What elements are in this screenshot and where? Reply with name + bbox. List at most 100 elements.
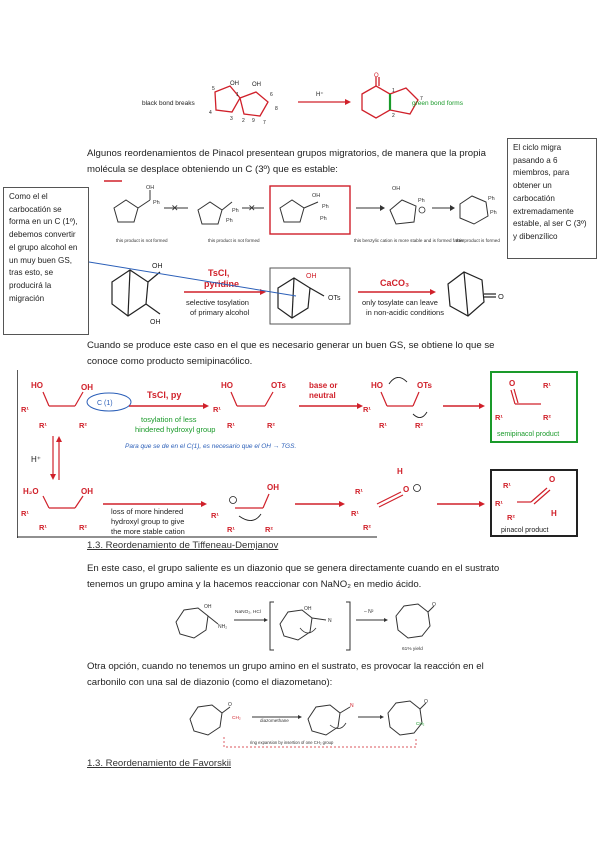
s4-c1-label: C (1): [97, 400, 113, 407]
right-label: green bond forms: [412, 100, 464, 107]
s4-h-plus: H⁺: [31, 455, 41, 464]
s4-r1-1: R¹: [21, 405, 29, 414]
n-7: 7: [263, 120, 266, 126]
s4-tos-b: hindered hydroxyl group: [135, 425, 215, 434]
s2-ph-6: Ph: [418, 198, 425, 204]
s3-tscl: TsCl,: [208, 268, 229, 278]
s3-ots-1: OTs: [328, 295, 341, 302]
n-2: 2: [242, 118, 245, 124]
s3-oh-3: OH: [306, 273, 317, 280]
s4-loss-b: hydroxyl group to give: [111, 517, 184, 526]
note-right-ring-migration: El ciclo migra pasando a 6 miembros, par…: [507, 138, 597, 259]
s5-o: O: [432, 602, 436, 608]
svg-text:N: N: [350, 703, 354, 709]
svg-text:✕: ✕: [248, 203, 256, 213]
s4-r2-6: R²: [265, 525, 273, 534]
paragraph-diazonium: En este caso, el grupo saliente es un di…: [87, 563, 500, 590]
s2-ph-3: Ph: [226, 218, 233, 224]
n-3: 3: [230, 116, 233, 122]
s6-ch2-2: CH₂: [416, 721, 425, 726]
s3-oh-1: OH: [152, 263, 163, 270]
s5-nh2: NH₂: [218, 624, 227, 630]
s4-ots-2: OTs: [417, 381, 433, 390]
r-n7: 7: [420, 96, 423, 102]
s2-ph-7: Ph: [488, 196, 495, 202]
s2-nf-2: this product is not formed: [208, 238, 260, 243]
s4-o-3: O: [549, 475, 555, 484]
s4-r2-3: R²: [415, 421, 423, 430]
heading-tiffeneau-demjanov: 1.3. Reordenamiento de Tiffeneau-Demjano…: [87, 540, 279, 551]
s6-o-1: O: [228, 702, 232, 708]
s4-loss-c: the more stable cation: [111, 527, 185, 536]
s4-r1-7: R¹: [543, 381, 551, 390]
oh-left-1: OH: [230, 81, 239, 87]
s4-h2o: H₂O: [23, 487, 39, 496]
s4-r1-14: R¹: [351, 509, 359, 518]
s4-tos-a: tosylation of less: [141, 415, 197, 424]
paragraph-pinacol-migration: Algunos reordenamientos de Pinacol prese…: [87, 148, 486, 175]
n-5: 5: [212, 86, 215, 92]
s3-cond2a: only tosylate can leave: [362, 298, 438, 307]
s4-oh-1: OH: [81, 383, 93, 392]
ketone-o: O: [374, 73, 379, 79]
s5-loss: – N²: [364, 609, 374, 615]
s2-ph-4: Ph: [322, 204, 329, 210]
s5-oh-2: OH: [304, 606, 312, 612]
s2-oh-1: OH: [146, 185, 154, 191]
s4-r1-2: R¹: [39, 421, 47, 430]
s4-oh-2: OH: [81, 487, 93, 496]
s3-o: O: [498, 292, 504, 301]
s4-r2-7: R²: [363, 523, 371, 532]
s4-h-1: H: [397, 467, 403, 476]
s2-oh-2: OH: [312, 193, 320, 199]
n-8: 8: [275, 106, 278, 112]
s3-cond1b: of primary alcohol: [190, 308, 250, 317]
s4-r2-2: R²: [267, 421, 275, 430]
s5-yield: 61% yield: [402, 646, 423, 652]
s4-o-2: O: [403, 485, 409, 494]
s2-ph-8: Ph: [490, 210, 497, 216]
s3-caco3: CaCO₃: [380, 278, 409, 288]
scheme-semipinacol-pinacol: HO OH R¹ R¹ R² C (1) TsCl, py tosylation…: [17, 370, 578, 538]
s4-r1-16: R¹: [495, 499, 503, 508]
n-4: 4: [209, 110, 212, 116]
scheme-selective-tosylation: OH OH TsCl, pyridine selective tosylatio…: [111, 263, 504, 326]
s5-oh-1: OH: [204, 604, 212, 610]
n-6: 6: [270, 92, 273, 98]
s4-tscl: TsCl, py: [147, 390, 181, 400]
s2-oh-3: OH: [392, 186, 400, 192]
s4-r2-1: R²: [79, 421, 87, 430]
r-n1: 1: [392, 88, 395, 94]
s2-nf-1: this product is not formed: [116, 238, 168, 243]
s3-oh-2: OH: [150, 319, 161, 326]
s4-o-1: O: [509, 379, 515, 388]
s2-benzylic: this benzylic cation is more stable and …: [354, 238, 465, 243]
s6-reagent: diazomethane: [260, 718, 289, 723]
svg-text:✕: ✕: [171, 203, 179, 213]
r-n2: 2: [392, 113, 395, 119]
s2-ph-5: Ph: [320, 216, 327, 222]
s4-handwritten: Para que se de en el C(1), es necesario …: [125, 443, 296, 450]
n-9: 9: [252, 118, 255, 124]
reagent-h-plus: H⁺: [316, 91, 324, 98]
oh-left-2: OH: [252, 82, 261, 88]
s4-r1-3: R¹: [213, 405, 221, 414]
s4-ho-3: HO: [371, 381, 383, 390]
s4-r1-11: R¹: [211, 511, 219, 520]
s4-r1-8: R¹: [495, 413, 503, 422]
s6-o-2: O: [424, 699, 428, 705]
s4-oh-3: OH: [267, 483, 279, 492]
s4-r1-4: R¹: [227, 421, 235, 430]
paragraph-diazomethane: Otra opción, cuando no tenemos un grupo …: [87, 661, 484, 688]
s4-r2-5: R²: [79, 523, 87, 532]
s4-r1-5: R¹: [363, 405, 371, 414]
scheme-migration-options: OH Ph this product is not formed ✕ Ph Ph…: [104, 180, 500, 243]
paragraph-semipinacol: Cuando se produce este caso en el que es…: [87, 340, 495, 367]
s4-base-a: base or: [309, 381, 337, 390]
note-left-carbocation: Como el el carbocatión se forma en un C …: [3, 187, 89, 335]
s3-cond2b: in non-acidic conditions: [366, 308, 444, 317]
s4-loss-a: loss of more hindered: [111, 507, 183, 516]
s4-ots-1: OTs: [271, 381, 287, 390]
s4-r1-12: R¹: [227, 525, 235, 534]
